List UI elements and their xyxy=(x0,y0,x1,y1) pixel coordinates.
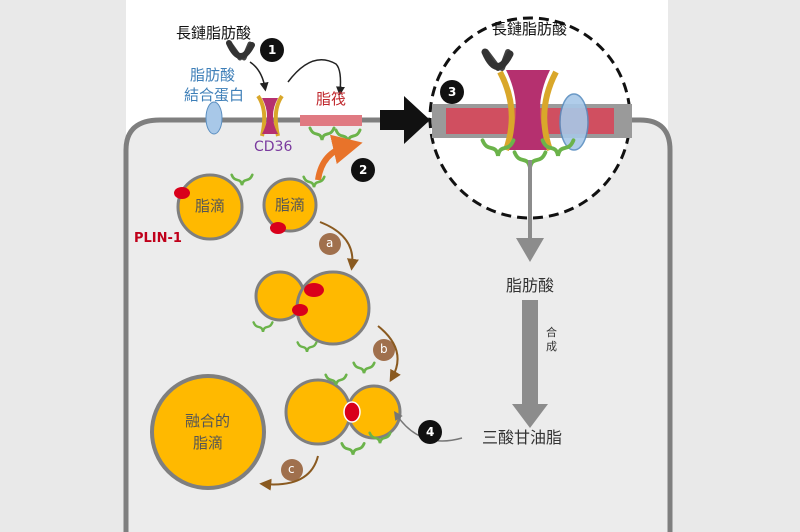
arrow-step-b xyxy=(377,325,401,383)
label-triglyceride: 三酸甘油脂 xyxy=(482,428,563,447)
step-a-badge xyxy=(319,233,341,255)
step-3-text: 3 xyxy=(448,85,457,99)
arrow-step-a xyxy=(319,221,359,271)
lipid-raft-bar xyxy=(300,115,362,126)
zoom-fabp xyxy=(559,93,589,151)
step-3-badge xyxy=(440,80,464,104)
fused-droplet xyxy=(150,374,266,490)
label-fused-1: 融合的 xyxy=(185,412,231,430)
zoom-arrow xyxy=(380,96,430,144)
step-2-badge xyxy=(351,158,375,182)
step-c-text: c xyxy=(288,462,295,476)
label-droplet-2: 脂滴 xyxy=(275,196,306,214)
label-cd36: CD36 xyxy=(254,139,293,155)
label-lcfa-top: 長鏈脂肪酸 xyxy=(176,24,252,42)
step-1-text: 1 xyxy=(268,43,277,57)
step-b-text: b xyxy=(380,342,388,356)
lcfa-icon-top xyxy=(226,40,255,61)
lipid-droplet-1 xyxy=(174,173,244,241)
pathway-arrowhead-bottom xyxy=(512,404,548,428)
step-a-text: a xyxy=(326,236,334,250)
pathway-arrowhead-top xyxy=(516,238,544,262)
zoom-lcfa-icon xyxy=(481,48,514,71)
arrow-lcfa-to-cd36 xyxy=(249,61,269,92)
label-fatty-acid: 脂肪酸 xyxy=(506,276,555,295)
label-fabp-2: 結合蛋白 xyxy=(184,86,245,104)
step-c-badge xyxy=(281,459,303,481)
arrow-step-c xyxy=(259,455,319,491)
step-b-badge xyxy=(373,339,395,361)
lipid-droplet-2 xyxy=(262,177,318,234)
label-fused-2: 脂滴 xyxy=(193,434,224,452)
fusing-droplets xyxy=(284,378,402,446)
arrow-cd36-to-raft xyxy=(287,59,345,96)
arrow-step-2 xyxy=(315,134,363,181)
label-fabp-1: 脂肪酸 xyxy=(190,66,236,84)
label-droplet-1: 脂滴 xyxy=(195,197,226,215)
label-plin1: PLIN-1 xyxy=(134,231,182,246)
label-synthesis: 合成 xyxy=(546,326,557,353)
cd36-transporter xyxy=(256,94,284,137)
pathway-bar-bottom xyxy=(522,300,538,406)
fabp-protein xyxy=(205,101,223,135)
step-4-text: 4 xyxy=(426,425,435,439)
zoom-cd36 xyxy=(497,70,559,151)
label-lcfa-zoom: 長鏈脂肪酸 xyxy=(492,20,568,38)
step-1-badge xyxy=(260,38,284,62)
step-2-text: 2 xyxy=(359,163,368,177)
label-raft: 脂筏 xyxy=(316,90,347,108)
step-4-badge xyxy=(418,420,442,444)
droplet-pair xyxy=(254,270,371,346)
